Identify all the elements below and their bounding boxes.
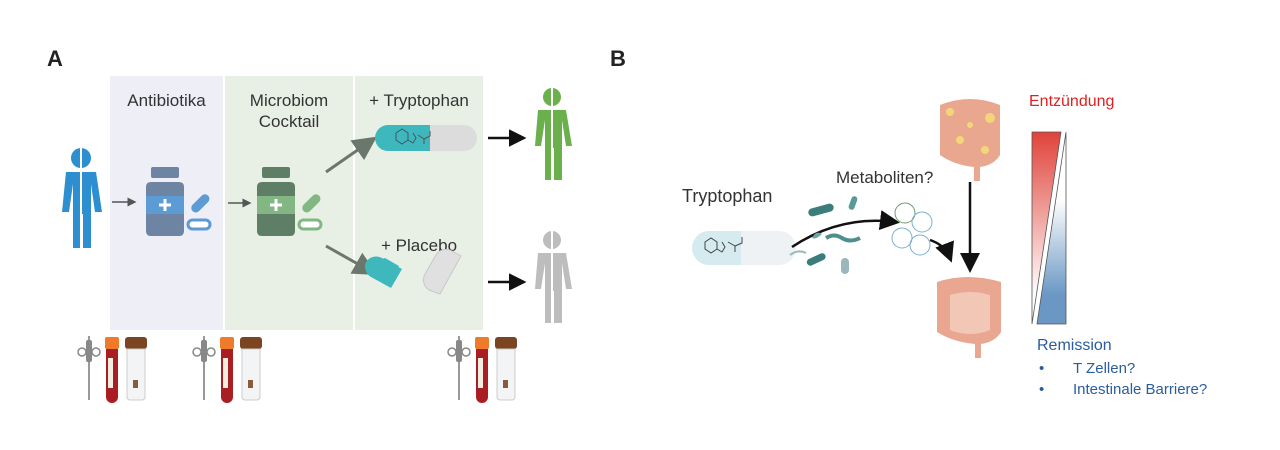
- bullet-marker: •: [1039, 360, 1045, 377]
- placebo-capsule-icon: [365, 248, 462, 295]
- antibiotics-bottle-icon: [146, 167, 212, 236]
- metabolites-label: Metaboliten?: [836, 168, 934, 187]
- microbiome-bottle-icon: [257, 167, 323, 236]
- bacteria-icon: [789, 196, 861, 274]
- metabolite-arrow: [929, 238, 954, 263]
- arrow-to-placebo: [325, 244, 378, 275]
- patient-tryptophan-icon: [535, 88, 572, 182]
- panel-a-label: A: [47, 46, 63, 71]
- arrow-to-tryptophan: [325, 136, 377, 174]
- patient-start-icon: [62, 148, 102, 248]
- tryptophan-molecule-capsule-icon: [692, 231, 796, 265]
- tryptophan-label: Tryptophan: [682, 186, 773, 206]
- healthy-colon-icon: [937, 277, 1001, 358]
- syringe-icon: [77, 336, 101, 400]
- stool-tube-icon: [125, 337, 147, 401]
- inflammation-gradient: [1031, 131, 1062, 325]
- metabolites-icon: [891, 202, 933, 256]
- blood-tube-icon: [105, 337, 119, 403]
- inflamed-colon-icon: [940, 99, 1000, 181]
- bullet-marker: •: [1039, 381, 1045, 398]
- bullet-intestinal-barrier: Intestinale Barriere?: [1073, 381, 1208, 398]
- treatment-column-bg: [355, 76, 483, 330]
- sample-set: [77, 336, 147, 403]
- column-title-microbiome: Microbiom Cocktail: [225, 90, 353, 132]
- column-title-placebo: + Placebo: [380, 236, 458, 255]
- inflammation-label: Entzündung: [1029, 93, 1115, 110]
- column-title-microbiome-line2: Cocktail: [258, 112, 320, 131]
- remission-label: Remission: [1037, 337, 1112, 354]
- column-title-antibiotics: Antibiotika: [127, 91, 206, 110]
- bullet-item: • T Zellen?: [1039, 358, 1207, 379]
- remission-gradient: [1036, 131, 1067, 325]
- column-title-microbiome-line1: Microbiom: [249, 91, 329, 110]
- bullet-item: • Intestinale Barriere?: [1039, 379, 1207, 400]
- column-title-tryptophan: + Tryptophan: [369, 91, 469, 110]
- patient-placebo-icon: [535, 231, 572, 325]
- remission-bullet-list: • T Zellen? • Intestinale Barriere?: [1039, 358, 1207, 400]
- conversion-arrow: [791, 210, 900, 249]
- bullet-t-cells: T Zellen?: [1073, 360, 1136, 377]
- panel-b-label: B: [610, 46, 626, 71]
- tryptophan-capsule-icon: [375, 125, 477, 151]
